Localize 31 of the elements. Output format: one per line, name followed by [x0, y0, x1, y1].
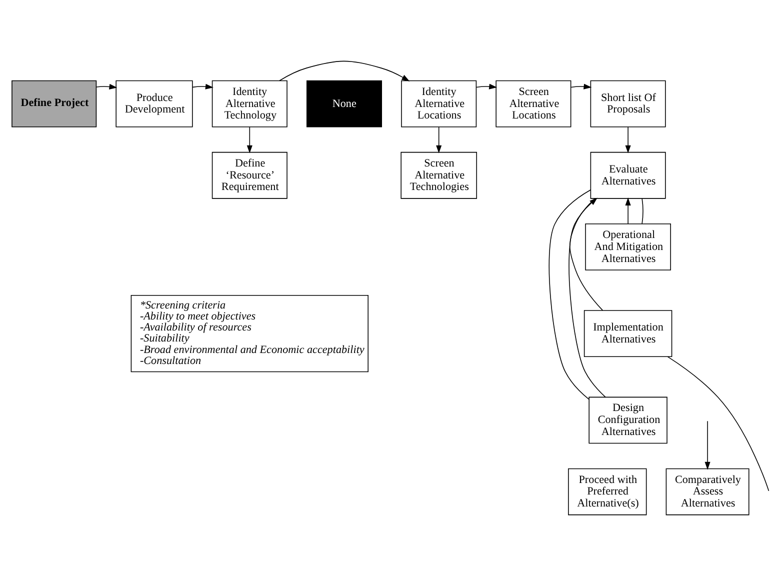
- connector: [667, 356, 770, 492]
- node-box: Define ‘Resource’ Requirement: [212, 152, 288, 199]
- node-box: Comparatively Assess Alternatives: [666, 468, 750, 516]
- node-box: Screen Alternative Locations: [496, 80, 572, 128]
- arrow: [625, 126, 631, 154]
- arrow: [625, 197, 631, 224]
- connector: [569, 198, 604, 311]
- node-box: None: [306, 80, 382, 128]
- node-box: Short list Of Proposals: [590, 80, 666, 128]
- arrow: [568, 198, 606, 398]
- arrow: [246, 126, 252, 154]
- node-box: Screen Alternative Technologies: [400, 152, 477, 199]
- arrow: [279, 60, 410, 82]
- node-box: Produce Development: [116, 80, 193, 128]
- arrow: [192, 84, 214, 90]
- arrow: [704, 420, 710, 470]
- node-box: *Screening criteria -Ability to meet objectives -Availability of resources -Suitability -Broad environmental and Economic acceptability -Consultation: [130, 295, 368, 372]
- arrow: [96, 84, 118, 90]
- node-box: Implementation Alternatives: [584, 310, 672, 358]
- arrow: [436, 126, 442, 154]
- arrow: [476, 84, 498, 90]
- node-box: Identity Alternative Technology: [212, 80, 288, 128]
- connector: [642, 198, 644, 224]
- node-box: Define Project: [12, 80, 97, 128]
- node-box: Operational And Mitigation Alternatives: [585, 223, 671, 270]
- node-box: Evaluate Alternatives: [590, 152, 666, 199]
- node-box: Design Configuration Alternatives: [588, 396, 668, 444]
- node-box: Proceed with Preferred Alternative(s): [568, 468, 647, 516]
- connector: [548, 190, 592, 400]
- node-box: Identity Alternative Locations: [401, 80, 477, 128]
- arrow: [570, 84, 592, 90]
